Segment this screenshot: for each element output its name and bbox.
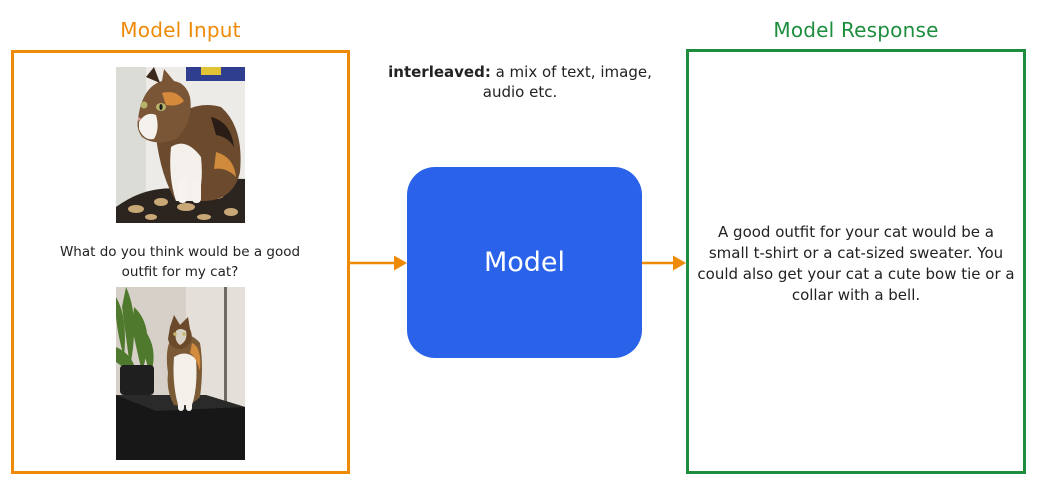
cat-photo-1 (116, 67, 245, 223)
model-box: Model (407, 167, 642, 358)
arrow-input-to-model-icon (350, 255, 407, 271)
interleaved-description: a mix of text, image, audio etc. (482, 63, 652, 101)
interleaved-note: interleaved: a mix of text, image, audio… (380, 62, 660, 102)
cat-photo-2 (116, 287, 245, 460)
interleaved-label: interleaved: (388, 63, 491, 81)
model-input-title: Model Input (120, 18, 241, 42)
model-response-text: A good outfit for your cat would be a sm… (697, 223, 1015, 304)
input-question-text: What do you think would be a good outfit… (59, 244, 301, 280)
model-response-title: Model Response (773, 18, 939, 42)
arrow-model-to-response-icon (642, 255, 686, 271)
model-response-panel (686, 49, 1026, 474)
model-label: Model (483, 247, 566, 278)
